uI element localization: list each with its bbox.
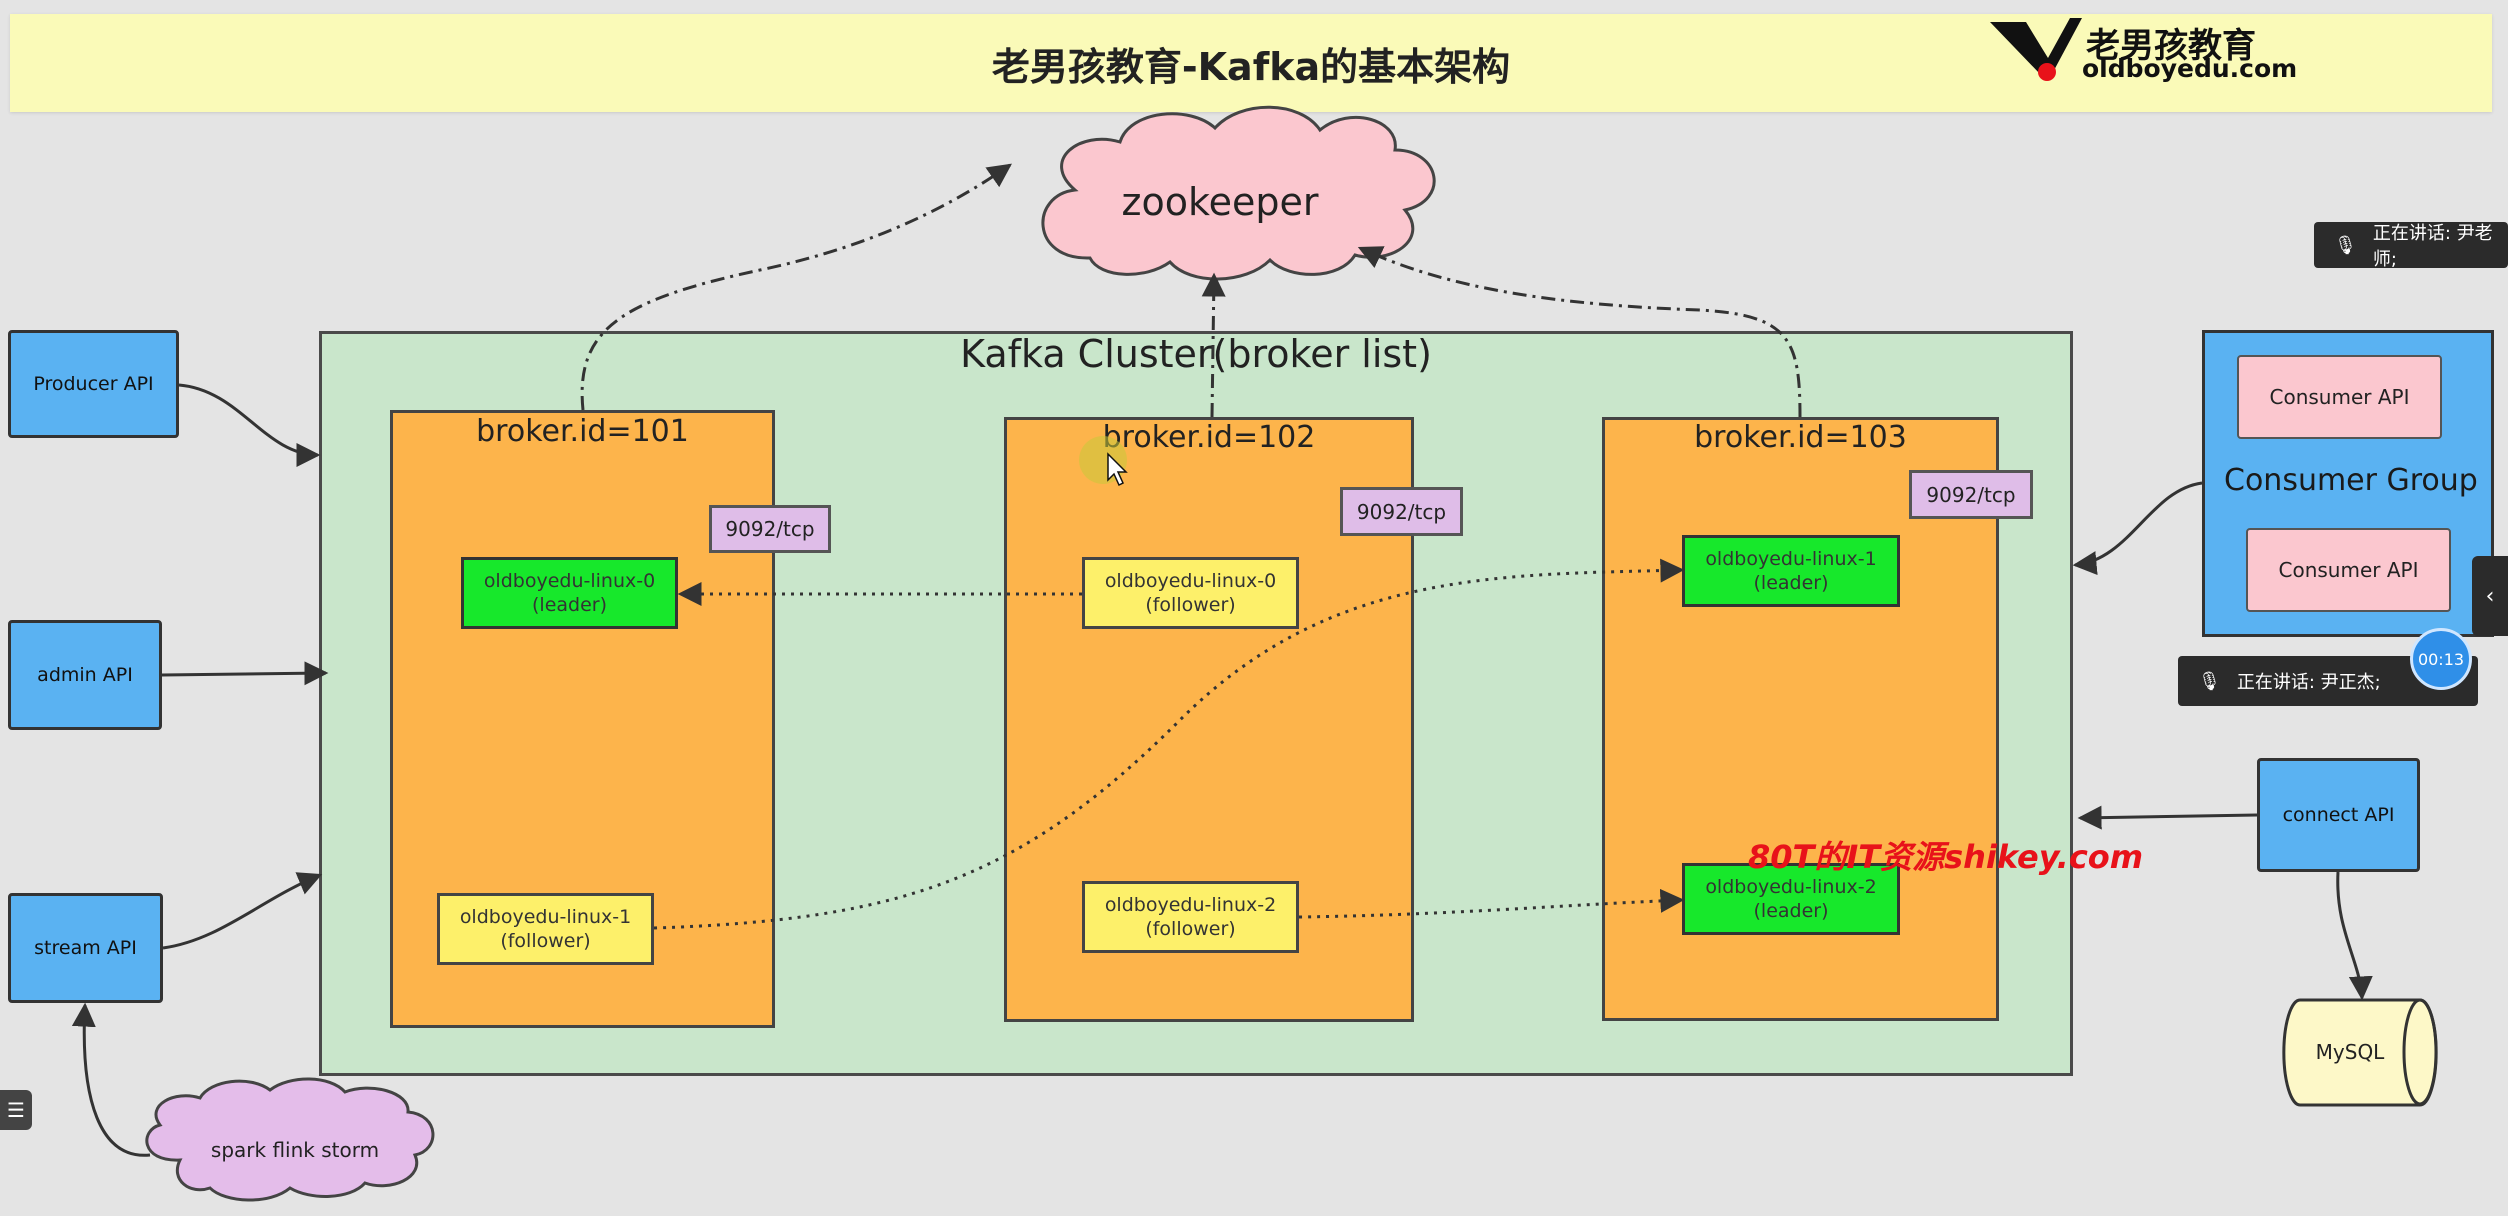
zookeeper-cloud [1041, 105, 1436, 281]
partition-101-follower: oldboyedu-linux-1 (follower) [437, 893, 654, 965]
speaking-text-main: 正在讲话: 尹正杰; [2236, 672, 2381, 693]
connect-api-box: connect API [2257, 758, 2420, 872]
consumer-api-bottom: Consumer API [2246, 528, 2451, 612]
partition-name: oldboyedu-linux-0 [1104, 570, 1277, 592]
microphone-icon: 🎙 [2198, 670, 2221, 692]
partition-103-leader-2: oldboyedu-linux-2 (leader) [1682, 863, 1900, 935]
collapse-panel-button[interactable]: ‹ [2472, 556, 2508, 636]
page-title: 老男孩教育-Kafka的基本架构 [991, 44, 1511, 89]
partition-role: (leader) [1753, 900, 1829, 922]
partition-name: oldboyedu-linux-2 [1705, 876, 1877, 898]
producer-api-box: Producer API [8, 330, 179, 438]
broker-101-port: 9092/tcp [709, 505, 831, 553]
partition-name: oldboyedu-linux-0 [483, 570, 656, 592]
stream-sources-label: spark flink storm [210, 1138, 380, 1162]
mysql-cylinder [2282, 998, 2438, 1107]
partition-name: oldboyedu-linux-2 [1104, 894, 1277, 916]
cluster-label: Kafka Cluster(broker list) [960, 332, 1432, 376]
outline-toggle-button[interactable]: ☰ [0, 1090, 32, 1130]
broker-102-label: broker.id=102 [1102, 420, 1316, 455]
partition-102-follower-0: oldboyedu-linux-0 (follower) [1082, 557, 1299, 629]
partition-101-leader: oldboyedu-linux-0 (leader) [461, 557, 678, 629]
mysql-label: MySQL [2315, 1040, 2385, 1064]
partition-name: oldboyedu-linux-1 [459, 906, 632, 928]
zookeeper-label: zookeeper [1121, 180, 1319, 224]
admin-api-box: admin API [8, 620, 162, 730]
chevron-left-icon: ‹ [2485, 583, 2495, 609]
consumer-api-top: Consumer API [2237, 355, 2442, 439]
speaking-indicator-top: 🎙 正在讲话: 尹老师; [2314, 222, 2508, 270]
watermark-text: 80T的IT资源shikey.com [1748, 838, 2144, 876]
partition-role: (follower) [1145, 594, 1236, 616]
broker-103-label: broker.id=103 [1694, 420, 1907, 455]
logo-text-en: oldboyedu.com [2082, 54, 2298, 83]
speaking-text-top: 正在讲话: 尹老师; [2372, 223, 2493, 270]
partition-role: (leader) [532, 594, 607, 616]
logo-text-cn: 老男孩教育 [2086, 26, 2256, 66]
broker-101-label: broker.id=101 [476, 414, 689, 449]
cursor-icon [1079, 436, 1128, 487]
stream-sources-cloud [145, 1077, 435, 1202]
recording-timer[interactable]: 00:13 [2410, 628, 2472, 690]
partition-name: oldboyedu-linux-1 [1705, 548, 1877, 570]
partition-role: (follower) [1145, 918, 1236, 940]
partition-103-leader-1: oldboyedu-linux-1 (leader) [1682, 535, 1900, 607]
consumer-group-label: Consumer Group [2224, 463, 2478, 498]
list-icon: ☰ [7, 1098, 25, 1122]
broker-102-port: 9092/tcp [1340, 487, 1463, 536]
partition-role: (follower) [500, 930, 591, 952]
microphone-icon: 🎙 [2334, 234, 2357, 256]
partition-role: (leader) [1753, 572, 1829, 594]
stream-api-box: stream API [8, 893, 163, 1003]
broker-103-port: 9092/tcp [1909, 470, 2033, 519]
partition-102-follower-2: oldboyedu-linux-2 (follower) [1082, 881, 1299, 953]
